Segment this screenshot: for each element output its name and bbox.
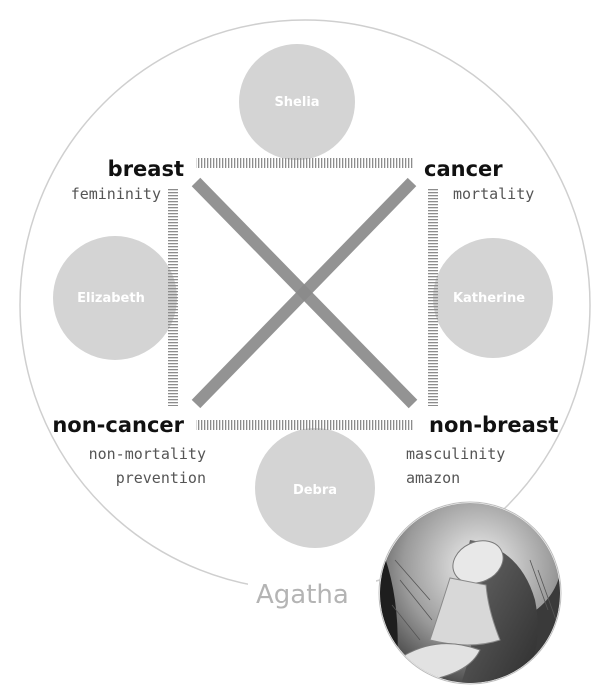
corner-bottom-right-label: non-breast bbox=[429, 413, 558, 437]
corner-bottom-left-sub-2: prevention bbox=[116, 469, 206, 487]
corner-bottom-left-sub-1: non-mortality bbox=[89, 445, 206, 463]
corner-bottom-right-sub-2: amazon bbox=[406, 469, 460, 487]
hatched-edge-left bbox=[168, 188, 178, 406]
portrait-icon bbox=[378, 502, 562, 686]
outer-circle-label: Agatha bbox=[256, 580, 349, 610]
circle-left-label: Elizabeth bbox=[77, 291, 145, 306]
hatched-edge-bottom bbox=[196, 420, 414, 430]
hatched-edge-right bbox=[428, 188, 438, 406]
circle-bottom-label: Debra bbox=[293, 483, 337, 498]
corner-top-right-sub-1: mortality bbox=[453, 185, 534, 203]
circle-right-label: Katherine bbox=[453, 291, 525, 306]
hatched-edge-top bbox=[196, 158, 414, 168]
corner-top-right-label: cancer bbox=[424, 157, 503, 181]
corner-bottom-left-label: non-cancer bbox=[52, 413, 184, 437]
corner-top-left-label: breast bbox=[108, 157, 184, 181]
corner-top-left-sub-1: femininity bbox=[71, 185, 161, 203]
circle-top-label: Shelia bbox=[274, 95, 319, 110]
corner-bottom-right-sub-1: masculinity bbox=[406, 445, 505, 463]
